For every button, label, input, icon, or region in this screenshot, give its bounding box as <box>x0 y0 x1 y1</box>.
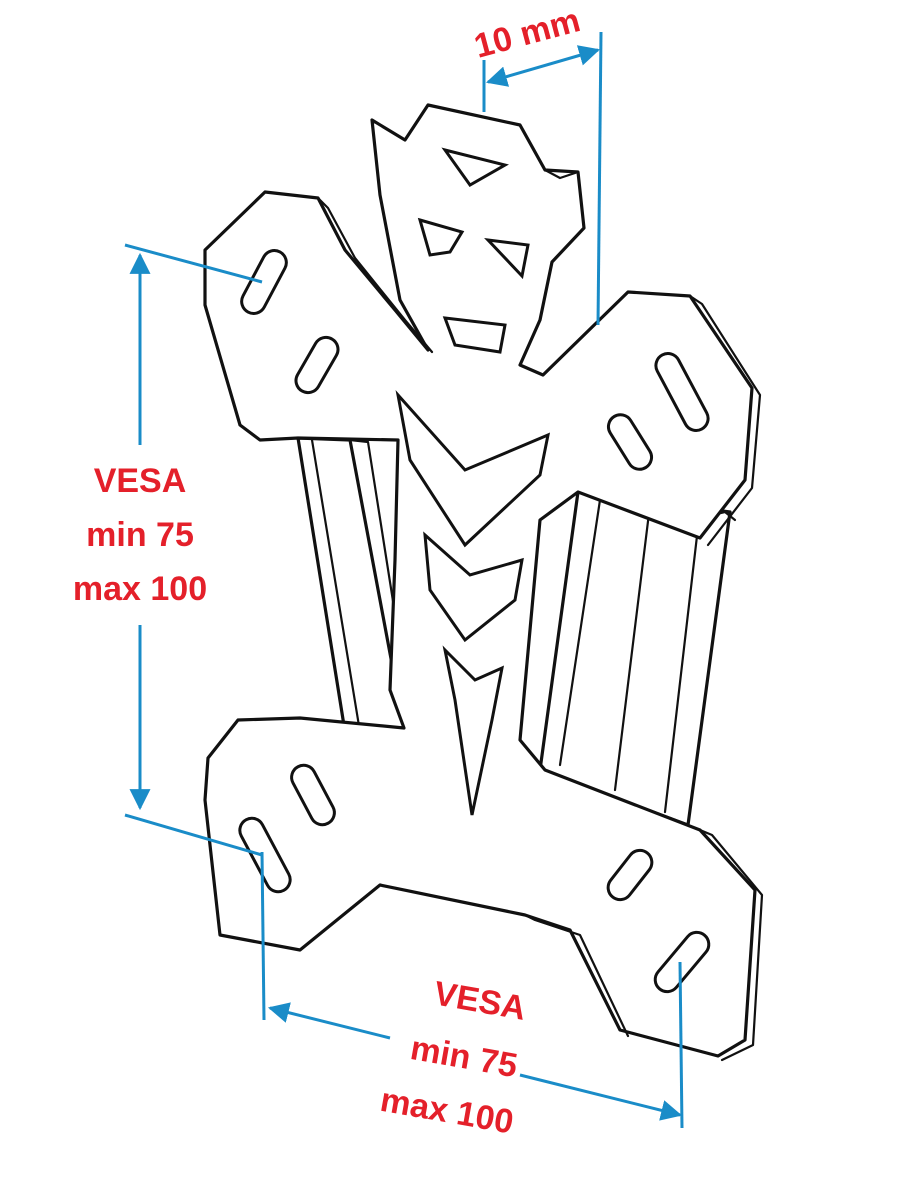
mounting-slots <box>238 249 711 994</box>
plate-edge <box>688 294 762 547</box>
vertical-vesa-dimension: VESA min 75 max 100 <box>73 243 263 857</box>
horizontal-arrow-left <box>267 1002 391 1040</box>
slot-bottom-right <box>653 930 711 994</box>
horizontal-arrow-right <box>519 1073 683 1121</box>
vertical-label-line3: max 100 <box>73 570 207 608</box>
mouth-cutout <box>442 316 507 354</box>
slot-left-mid <box>294 335 340 395</box>
slot-top-left <box>240 249 288 315</box>
vertical-extension-bottom <box>124 813 263 857</box>
plate-edge <box>543 168 580 180</box>
chevron-cutout <box>442 645 505 816</box>
offset-arrow <box>485 45 601 87</box>
vertical-extension-top <box>124 243 263 284</box>
vertical-label-line1: VESA <box>94 462 187 500</box>
slot-right-mid <box>606 413 654 471</box>
slot-lower-left-mid <box>290 763 336 827</box>
offset-extension-right <box>596 31 603 326</box>
horizontal-label-line1: VESA <box>431 974 529 1028</box>
horizontal-extension-left <box>260 851 266 1021</box>
right-rail <box>538 490 737 827</box>
slot-bottom-left <box>238 816 292 894</box>
triangle-cutout <box>441 147 509 187</box>
offset-label: 10 mm <box>470 1 584 66</box>
horizontal-label-line3: max 100 <box>378 1081 517 1142</box>
plate-edge <box>698 828 764 1062</box>
slot-top-right <box>654 352 710 432</box>
plate-edge <box>316 196 434 354</box>
eye-cutout-right <box>484 237 530 280</box>
eye-cutout-left <box>417 217 465 257</box>
slot-lower-right-mid <box>606 848 654 902</box>
chevron-cutout <box>423 531 524 643</box>
horizontal-label-line2: min 75 <box>408 1029 521 1085</box>
plate-edge <box>523 913 630 1038</box>
horizontal-extension-right <box>678 961 684 1129</box>
vertical-label-line2: min 75 <box>86 516 194 554</box>
chevron-cutout <box>395 390 551 548</box>
